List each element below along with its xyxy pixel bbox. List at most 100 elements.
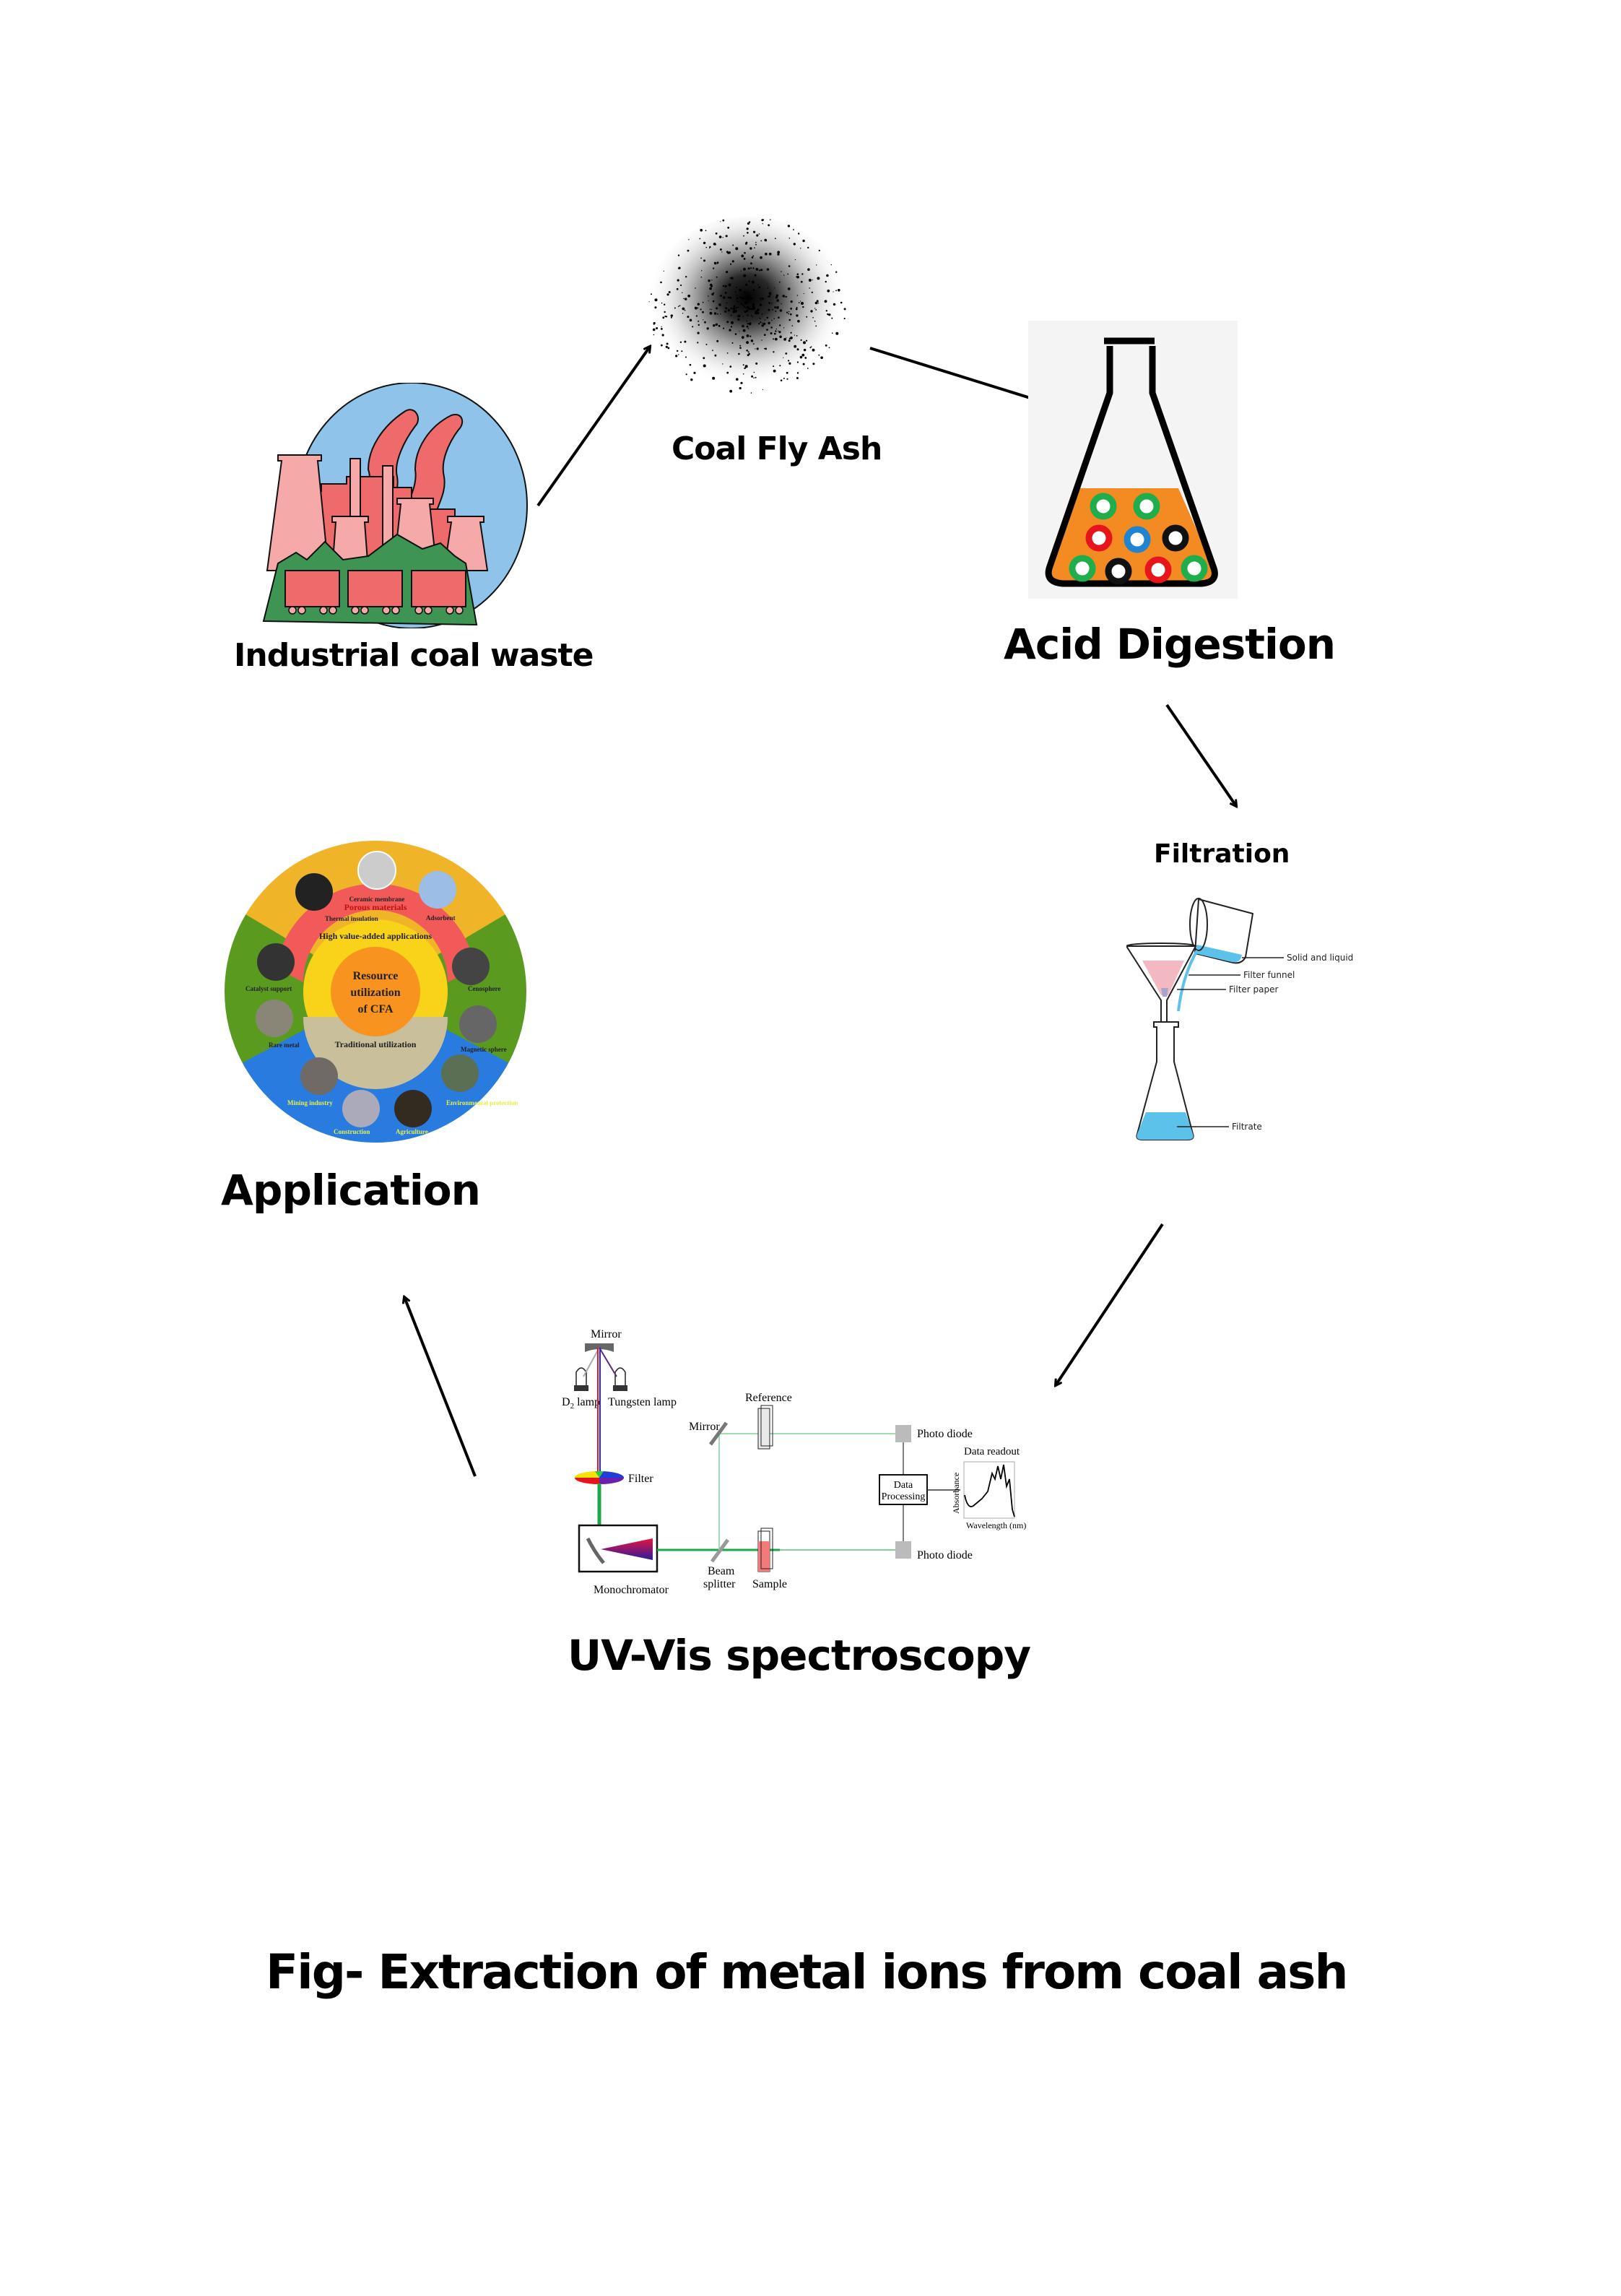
annotation-absorbance: Absorbance [951, 1473, 961, 1514]
ash-particle [737, 315, 739, 318]
coal-carts [284, 570, 466, 615]
ash-particle [661, 344, 663, 347]
ash-particle [648, 301, 650, 303]
ash-particle [712, 350, 713, 351]
ash-particle [713, 261, 717, 265]
ash-particle [751, 256, 754, 259]
ash-particle [770, 219, 771, 221]
ash-particle [726, 371, 729, 374]
ash-particle [737, 318, 740, 321]
ash-particle [758, 323, 760, 325]
ash-particle [724, 292, 727, 294]
ash-particle [666, 316, 668, 318]
ash-particle [709, 287, 712, 290]
ash-particle [761, 339, 762, 341]
ash-particle [745, 283, 748, 286]
ion-green [1181, 555, 1208, 582]
ash-particle [693, 371, 696, 374]
ash-particle [755, 243, 757, 246]
ash-particle [720, 313, 721, 315]
ash-particle [747, 306, 750, 309]
conical-flask-icon [1045, 337, 1218, 587]
ash-particle [717, 313, 718, 315]
ash-particle [719, 248, 722, 251]
ash-particle [695, 287, 696, 289]
ash-particle [760, 299, 762, 301]
ash-particle [743, 258, 746, 260]
ash-particle [802, 363, 805, 365]
arrow-acid-to-filtration [1165, 703, 1236, 806]
ash-particle [774, 238, 776, 240]
ash-particle [730, 307, 732, 310]
ash-particle [715, 323, 718, 326]
ash-particle [779, 309, 783, 312]
ash-particle [761, 313, 763, 315]
svg-text:Mining industry: Mining industry [287, 1099, 333, 1106]
svg-text:Catalyst support: Catalyst support [245, 985, 292, 992]
ash-particle [744, 301, 747, 303]
ash-particle [742, 316, 744, 317]
ash-particle [747, 354, 749, 357]
ash-particle [702, 311, 704, 313]
svg-text:Adsorbent: Adsorbent [426, 914, 456, 922]
annotation-filter: Filter [628, 1473, 653, 1485]
ash-particle [667, 347, 670, 350]
ash-particle [711, 293, 714, 295]
ash-particle [752, 306, 755, 308]
ash-particle [812, 348, 815, 352]
annotation-mirror-side: Mirror [689, 1421, 720, 1433]
ash-particle [812, 316, 814, 319]
ash-particle [775, 296, 778, 299]
ash-particle [788, 313, 790, 315]
ash-particle [731, 342, 734, 344]
ash-particle [814, 320, 816, 322]
ash-particle [778, 331, 781, 334]
ash-particle [773, 318, 775, 319]
ash-particle [786, 378, 788, 380]
ash-particle [817, 277, 820, 280]
ash-particle [759, 317, 761, 319]
ash-particle [726, 302, 728, 304]
ash-particle [685, 356, 687, 358]
ash-particle [700, 228, 703, 232]
ash-particle [684, 340, 687, 343]
ash-particle [720, 221, 721, 222]
ash-particle [752, 303, 755, 306]
prism-spectrum [601, 1538, 653, 1560]
svg-text:Agriculture: Agriculture [396, 1128, 428, 1135]
ash-particle [827, 289, 830, 293]
ash-particle [670, 314, 673, 317]
ash-particle [679, 305, 681, 307]
ion-green [1069, 555, 1096, 582]
ash-particle [768, 295, 770, 298]
ash-particle [790, 337, 793, 339]
ash-particle [747, 295, 749, 298]
ash-particle [794, 334, 795, 336]
ash-particle [820, 356, 823, 359]
ash-particle [677, 306, 679, 308]
ash-particle [700, 276, 703, 278]
ash-particle [725, 307, 728, 310]
ash-particle [788, 319, 791, 321]
ash-particle [692, 326, 694, 328]
ash-particle [699, 238, 701, 240]
ash-particle [687, 316, 690, 319]
ash-particle [787, 287, 791, 290]
ash-particle [742, 373, 744, 375]
ring-porous [276, 883, 475, 982]
ash-particle [737, 306, 739, 308]
ash-particle [739, 331, 740, 332]
ash-particle [713, 324, 716, 327]
ash-particle [755, 268, 759, 271]
ash-particle [688, 239, 690, 241]
ash-particle [776, 306, 779, 309]
ash-particle [745, 309, 749, 313]
annotation-beam-line2: splitter [703, 1578, 736, 1590]
svg-text:of CFA: of CFA [357, 1003, 393, 1015]
ash-particle [722, 296, 726, 299]
ash-particle [785, 295, 787, 298]
ash-particle [796, 372, 799, 374]
ash-particle [677, 254, 680, 256]
ash-particle [803, 348, 807, 352]
ash-particle [689, 363, 692, 366]
